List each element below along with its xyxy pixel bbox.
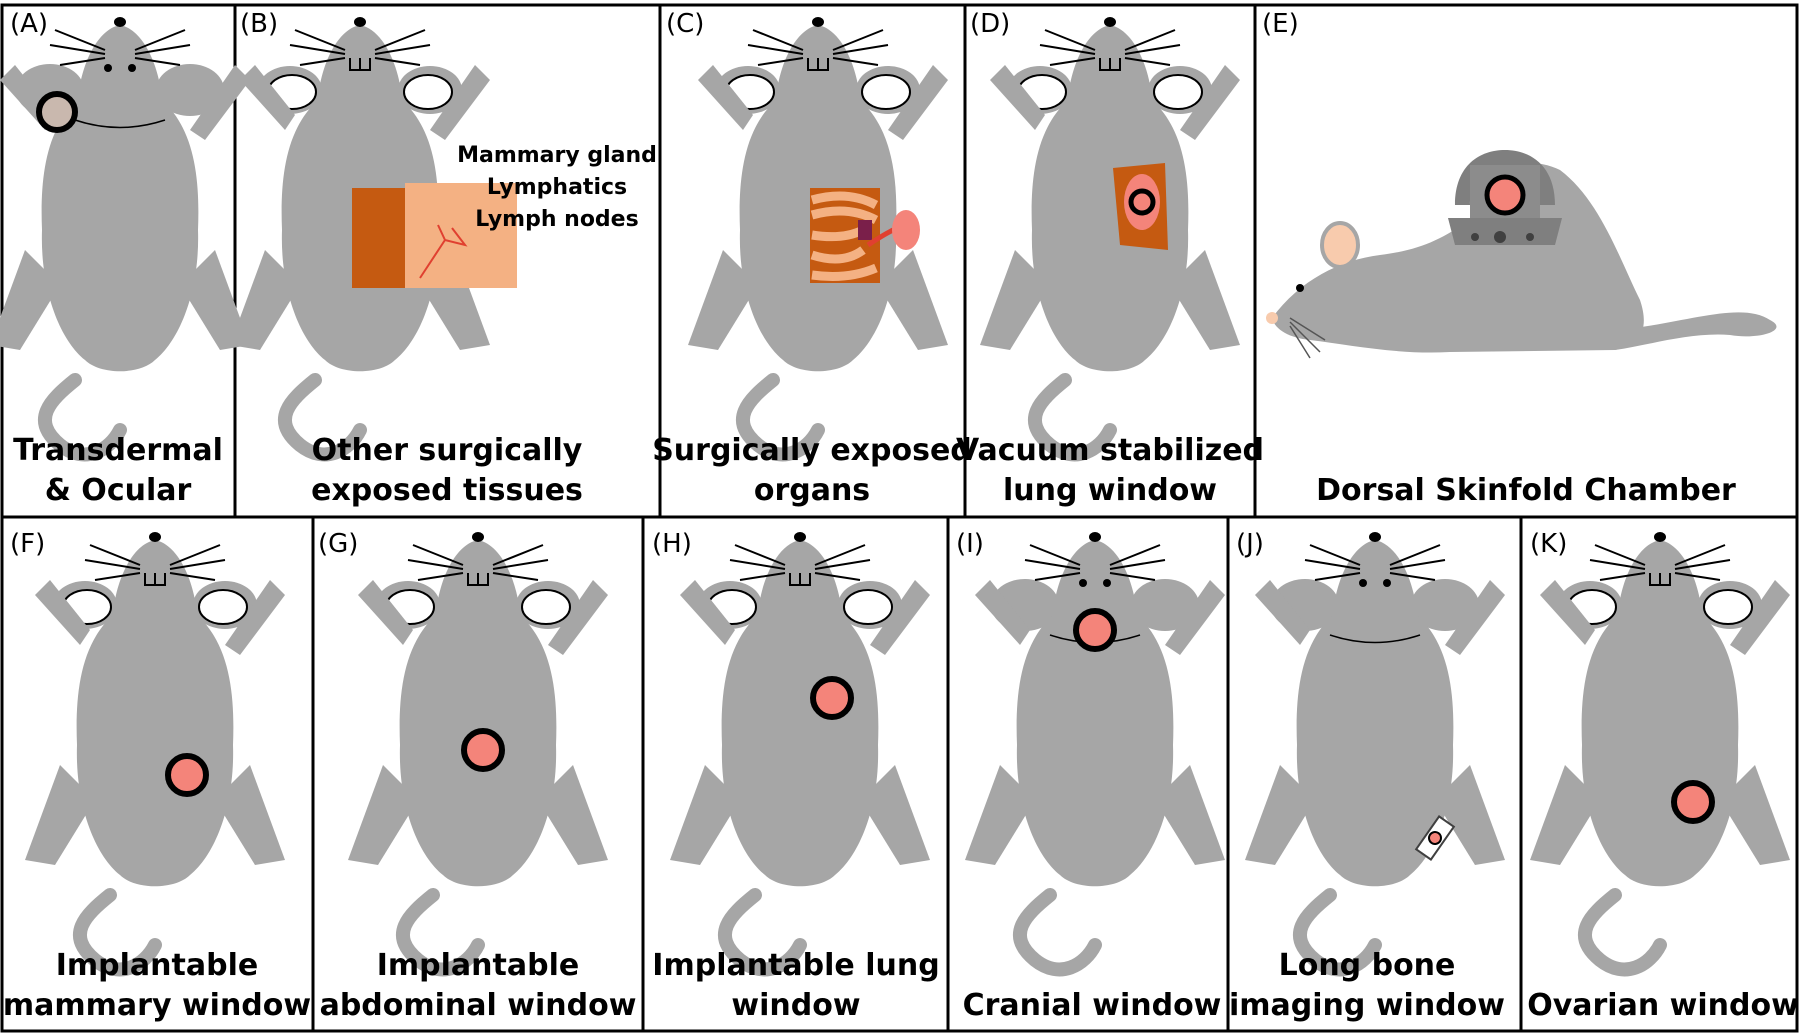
panel-a: (A) Transdermal & Ocular xyxy=(0,9,250,508)
panel-e-tag: (E) xyxy=(1262,9,1299,39)
panel-h-tag: (H) xyxy=(652,529,692,559)
panel-g-caption-line2: abdominal window xyxy=(320,988,637,1023)
panel-b-caption-line2: exposed tissues xyxy=(311,473,583,508)
panel-f: (F) Implantable mammary window xyxy=(3,529,311,1023)
panel-f-caption-line2: mammary window xyxy=(3,988,311,1023)
skinfold-chamber xyxy=(1448,150,1562,245)
panel-c-caption-line2: organs xyxy=(754,473,870,508)
skin-flap xyxy=(352,183,517,288)
abdominal-window xyxy=(464,731,502,769)
panel-d-caption-line2: lung window xyxy=(1003,473,1217,508)
panel-j-mouse xyxy=(1245,532,1505,969)
cranial-window xyxy=(1076,611,1114,649)
panel-a-caption-line2: & Ocular xyxy=(45,473,192,508)
mammary-window xyxy=(168,756,206,794)
panel-j-caption-line1: Long bone xyxy=(1279,948,1456,983)
panel-k: (K) Ovarian window xyxy=(1527,529,1799,1023)
panel-h: (H) Implantable lung window xyxy=(652,529,940,1023)
panel-c-mouse xyxy=(688,17,948,454)
ovarian-window xyxy=(1674,783,1712,821)
panel-c: (C) Surgically exposed organs xyxy=(652,9,972,508)
panel-k-mouse xyxy=(1530,532,1790,969)
panel-f-caption-line1: Implantable xyxy=(56,948,258,983)
panel-b-caption-line1: Other surgically xyxy=(312,433,583,468)
panel-g: (G) Implantable abdominal window xyxy=(318,529,636,1023)
panel-d-mouse xyxy=(980,17,1240,454)
lung-window xyxy=(813,679,851,717)
panel-j-caption-line2: imaging window xyxy=(1229,988,1505,1023)
panel-i-mouse xyxy=(965,532,1225,969)
panel-h-caption-line1: Implantable lung xyxy=(652,948,939,983)
panel-b-note-2: Lymphatics xyxy=(487,175,627,200)
panel-a-mouse xyxy=(0,17,250,454)
panel-d-tag: (D) xyxy=(970,9,1010,39)
panel-d-caption-line1: Vacuum stabilized xyxy=(956,433,1264,468)
panel-k-border xyxy=(1519,515,1799,1033)
panel-k-tag: (K) xyxy=(1530,529,1567,559)
panel-i-tag: (I) xyxy=(956,529,984,559)
panel-a-caption-line1: Transdermal xyxy=(13,433,223,468)
panel-e-caption: Dorsal Skinfold Chamber xyxy=(1316,473,1736,508)
chamber-window xyxy=(1484,174,1526,216)
panel-d: (D) Vacuum stabilized lung window xyxy=(956,9,1264,508)
exposed-organs xyxy=(810,188,920,283)
long-bone-window xyxy=(1414,815,1456,861)
panel-b-note-1: Mammary gland xyxy=(457,143,657,168)
panel-g-caption-line1: Implantable xyxy=(377,948,579,983)
panel-b: (B) Mammary gland Lymphatics Lymph nodes… xyxy=(230,9,657,508)
panel-b-tag: (B) xyxy=(240,9,278,39)
side-nose xyxy=(1266,312,1278,324)
panel-f-mouse xyxy=(25,532,285,969)
panel-b-mouse xyxy=(230,17,517,454)
panel-j-tag: (J) xyxy=(1236,529,1264,559)
panel-b-note-3: Lymph nodes xyxy=(475,207,638,232)
panel-h-mouse xyxy=(670,532,930,969)
panel-h-caption-line2: window xyxy=(731,988,860,1023)
panel-c-caption-line1: Surgically exposed xyxy=(652,433,972,468)
panel-i-caption: Cranial window xyxy=(963,988,1222,1023)
panel-g-mouse xyxy=(348,532,608,969)
panel-c-tag: (C) xyxy=(666,9,704,39)
panel-k-caption: Ovarian window xyxy=(1527,988,1799,1023)
panel-a-tag: (A) xyxy=(10,9,48,39)
panel-i: (I) Cranial window xyxy=(956,529,1225,1023)
panel-borders xyxy=(0,3,1799,1033)
ocular-window xyxy=(36,91,78,133)
panel-e: (E) Dorsal Skinfold Chamber xyxy=(1262,9,1777,508)
panel-e-side-mouse xyxy=(1266,150,1777,359)
vacuum-window xyxy=(1128,188,1156,216)
panel-f-tag: (F) xyxy=(10,529,45,559)
side-eye xyxy=(1296,284,1304,292)
side-ear xyxy=(1320,221,1360,269)
panel-j: (J) Long bone imaging window xyxy=(1229,529,1505,1023)
panel-g-tag: (G) xyxy=(318,529,358,559)
